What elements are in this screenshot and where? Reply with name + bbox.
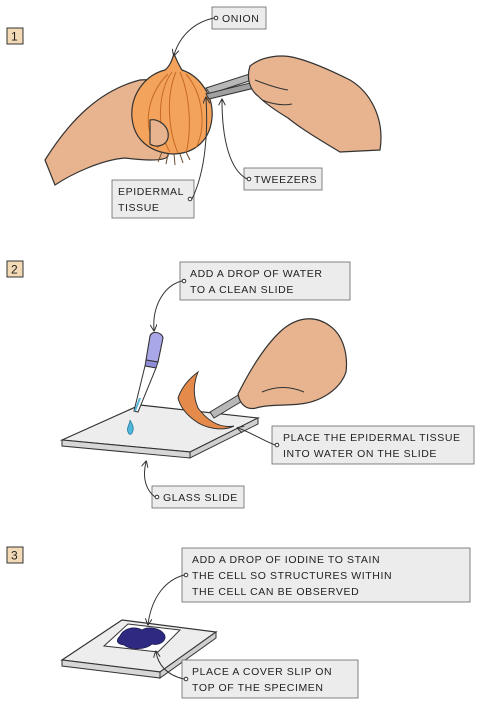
step-2: 2 ADD A DROP OF WATER TO A CLEAN SLIDE P…: [7, 261, 474, 508]
label-onion: ONION: [222, 13, 259, 25]
arrow-water: [154, 281, 182, 330]
label-iodine-line3: THE CELL CAN BE OBSERVED: [192, 586, 359, 598]
label-epidermal-line1: EPIDERMAL: [118, 186, 184, 198]
arrow-place: [238, 428, 275, 445]
step-3: 3 ADD A DROP OF IODINE TO STAIN THE CELL…: [7, 547, 470, 698]
step-1-number: 1: [11, 30, 18, 44]
pipette-icon: [134, 332, 163, 412]
label-tweezers: TWEEZERS: [254, 174, 317, 186]
label-place-line2: INTO WATER ON THE SLIDE: [283, 448, 437, 460]
arrow-tweezers: [222, 100, 247, 179]
label-water-line1: ADD A DROP OF WATER: [190, 268, 323, 280]
step-2-number: 2: [11, 263, 18, 277]
right-hand: [248, 56, 381, 152]
label-cover-line2: TOP OF THE SPECIMEN: [192, 682, 324, 694]
label-cover-line1: PLACE A COVER SLIP ON: [192, 666, 332, 678]
label-glass-slide: GLASS SLIDE: [163, 492, 238, 504]
label-iodine-line1: ADD A DROP OF IODINE TO STAIN: [192, 554, 380, 566]
label-place-line1: PLACE THE EPIDERMAL TISSUE: [283, 432, 461, 444]
label-iodine-line2: THE CELL SO STRUCTURES WITHIN: [192, 570, 392, 582]
hand-step2: [238, 319, 346, 409]
step-3-number: 3: [11, 549, 18, 563]
arrow-iodine: [148, 575, 184, 624]
label-water-line2: TO A CLEAN SLIDE: [190, 284, 294, 296]
label-epidermal-line2: TISSUE: [118, 202, 160, 214]
arrow-onion: [174, 18, 214, 55]
step-1: 1 ONION TWEEZERS: [7, 7, 381, 218]
